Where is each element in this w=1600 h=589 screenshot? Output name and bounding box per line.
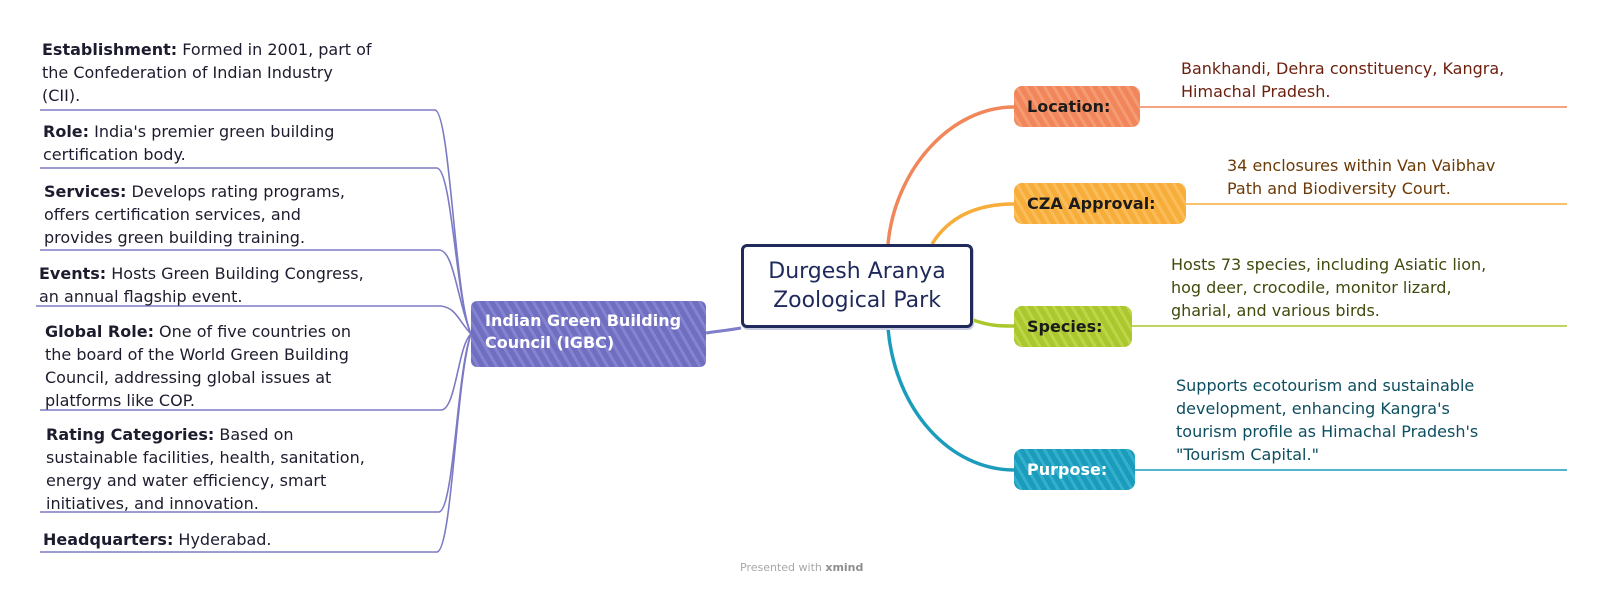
connector-central-cza — [930, 202, 1015, 245]
left-item-headquarters: Headquarters: Hyderabad. — [43, 528, 272, 551]
connector-left-6 — [40, 333, 472, 553]
connector-central-purpose — [886, 327, 1015, 472]
purpose-description: Supports ecotourism and sustainable deve… — [1176, 376, 1479, 464]
presented-with-footer: Presented with xmind — [740, 561, 863, 574]
left-branch-lines — [36, 109, 472, 553]
connector-left-4 — [40, 333, 472, 411]
cza-approval-description: 34 enclosures within Van Vaibhav Path an… — [1227, 156, 1496, 198]
connector-left-3 — [36, 305, 472, 335]
item-text: Develops rating programs, offers certifi… — [44, 182, 346, 247]
footer-prefix: Presented with — [740, 561, 822, 574]
igbc-topic[interactable]: Indian Green Building Council (IGBC) — [471, 301, 706, 367]
left-item-services: Services: Develops rating programs, offe… — [44, 180, 345, 249]
left-item-events: Events: Hosts Green Building Congress, a… — [39, 262, 364, 308]
item-key: Global Role: — [45, 322, 154, 341]
item-key: Headquarters: — [43, 530, 174, 549]
item-text: Based on sustainable facilities, health,… — [46, 425, 365, 513]
topic-purpose[interactable]: Purpose: — [1014, 449, 1135, 490]
connector-central-igbc — [705, 326, 742, 335]
item-key: Services: — [44, 182, 127, 201]
item-key: Rating Categories: — [46, 425, 215, 444]
item-text: India's premier green building certifica… — [43, 122, 335, 164]
topic-species[interactable]: Species: — [1014, 306, 1132, 347]
connector-central-location — [886, 105, 1015, 245]
connector-left-2 — [40, 249, 472, 335]
species-description: Hosts 73 species, including Asiatic lion… — [1171, 255, 1487, 320]
item-key: Events: — [39, 264, 107, 283]
item-key: Establishment: — [42, 40, 178, 59]
item-text: One of five countries on the board of th… — [45, 322, 352, 410]
left-item-rating-categories: Rating Categories: Based on sustainable … — [46, 423, 365, 515]
item-text: Hosts Green Building Congress, an annual… — [39, 264, 364, 306]
left-item-global-role: Global Role: One of five countries on th… — [45, 320, 351, 412]
item-key: Role: — [43, 122, 90, 141]
left-item-role: Role: India's premier green building cer… — [43, 120, 334, 166]
item-text: Hyderabad. — [173, 530, 272, 549]
item-text: Formed in 2001, part of the Confederatio… — [42, 40, 372, 105]
connector-central-species — [972, 318, 1015, 328]
xmind-brand: xmind — [825, 561, 864, 574]
location-description: Bankhandi, Dehra constituency, Kangra, H… — [1181, 59, 1505, 101]
central-topic[interactable]: Durgesh Aranya Zoological Park — [741, 244, 973, 328]
topic-location[interactable]: Location: — [1014, 86, 1140, 127]
topic-cza-approval[interactable]: CZA Approval: — [1014, 183, 1186, 224]
left-item-establishment: Establishment: Formed in 2001, part of t… — [42, 38, 372, 107]
